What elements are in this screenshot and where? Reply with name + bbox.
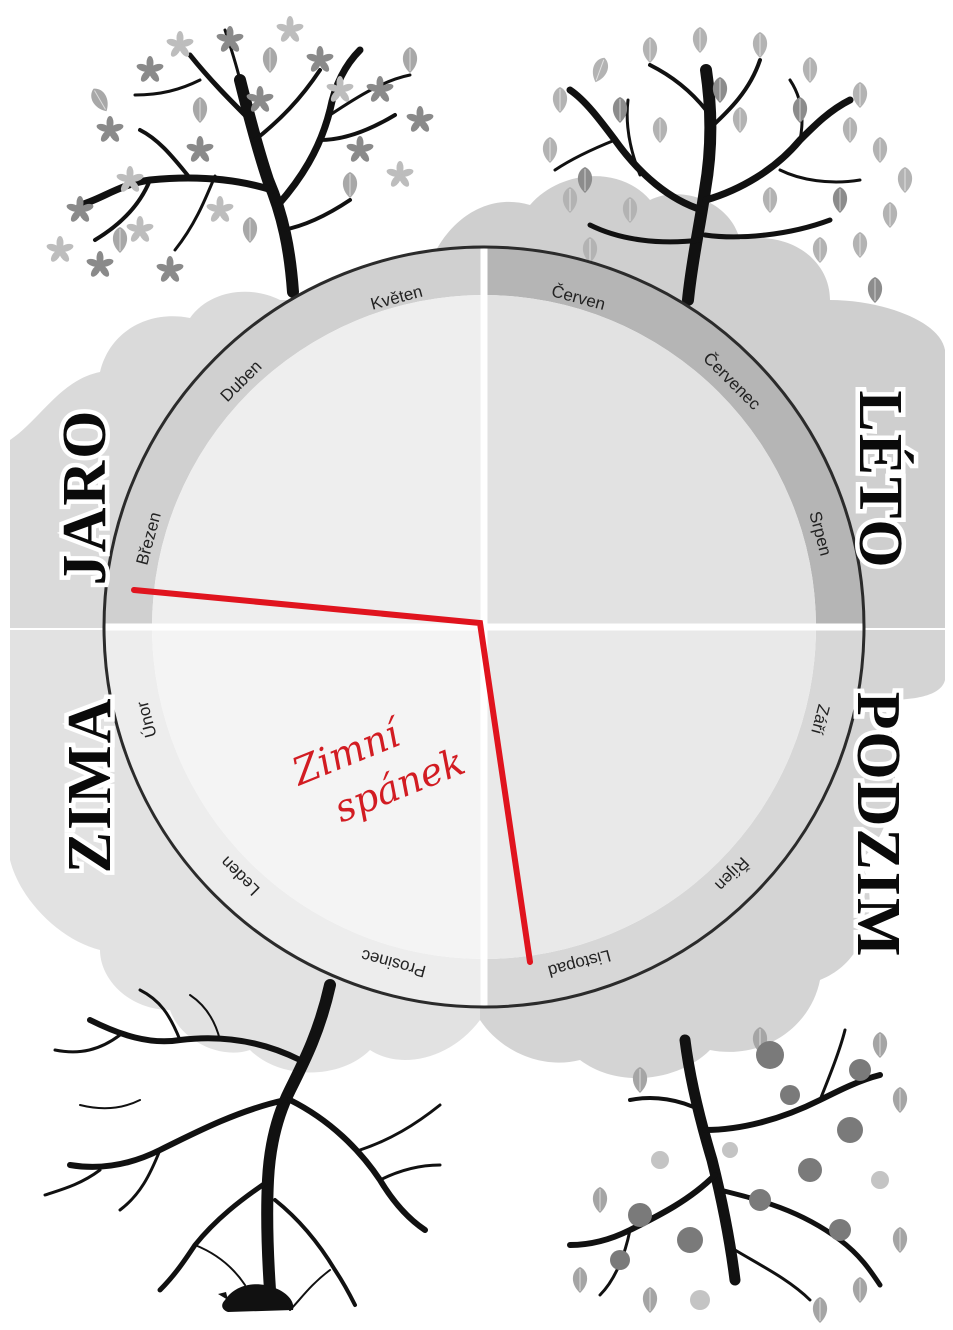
hedgehog-icon [218,1284,293,1312]
season-label-winter: ZIMA [56,697,124,874]
season-label-spring: JARO [51,409,119,586]
seasons-wheel [104,247,864,1007]
spring-tree-icon [46,16,435,292]
season-label-summer: LÉTO [846,390,914,569]
season-label-autumn: PODZIM [844,692,912,959]
